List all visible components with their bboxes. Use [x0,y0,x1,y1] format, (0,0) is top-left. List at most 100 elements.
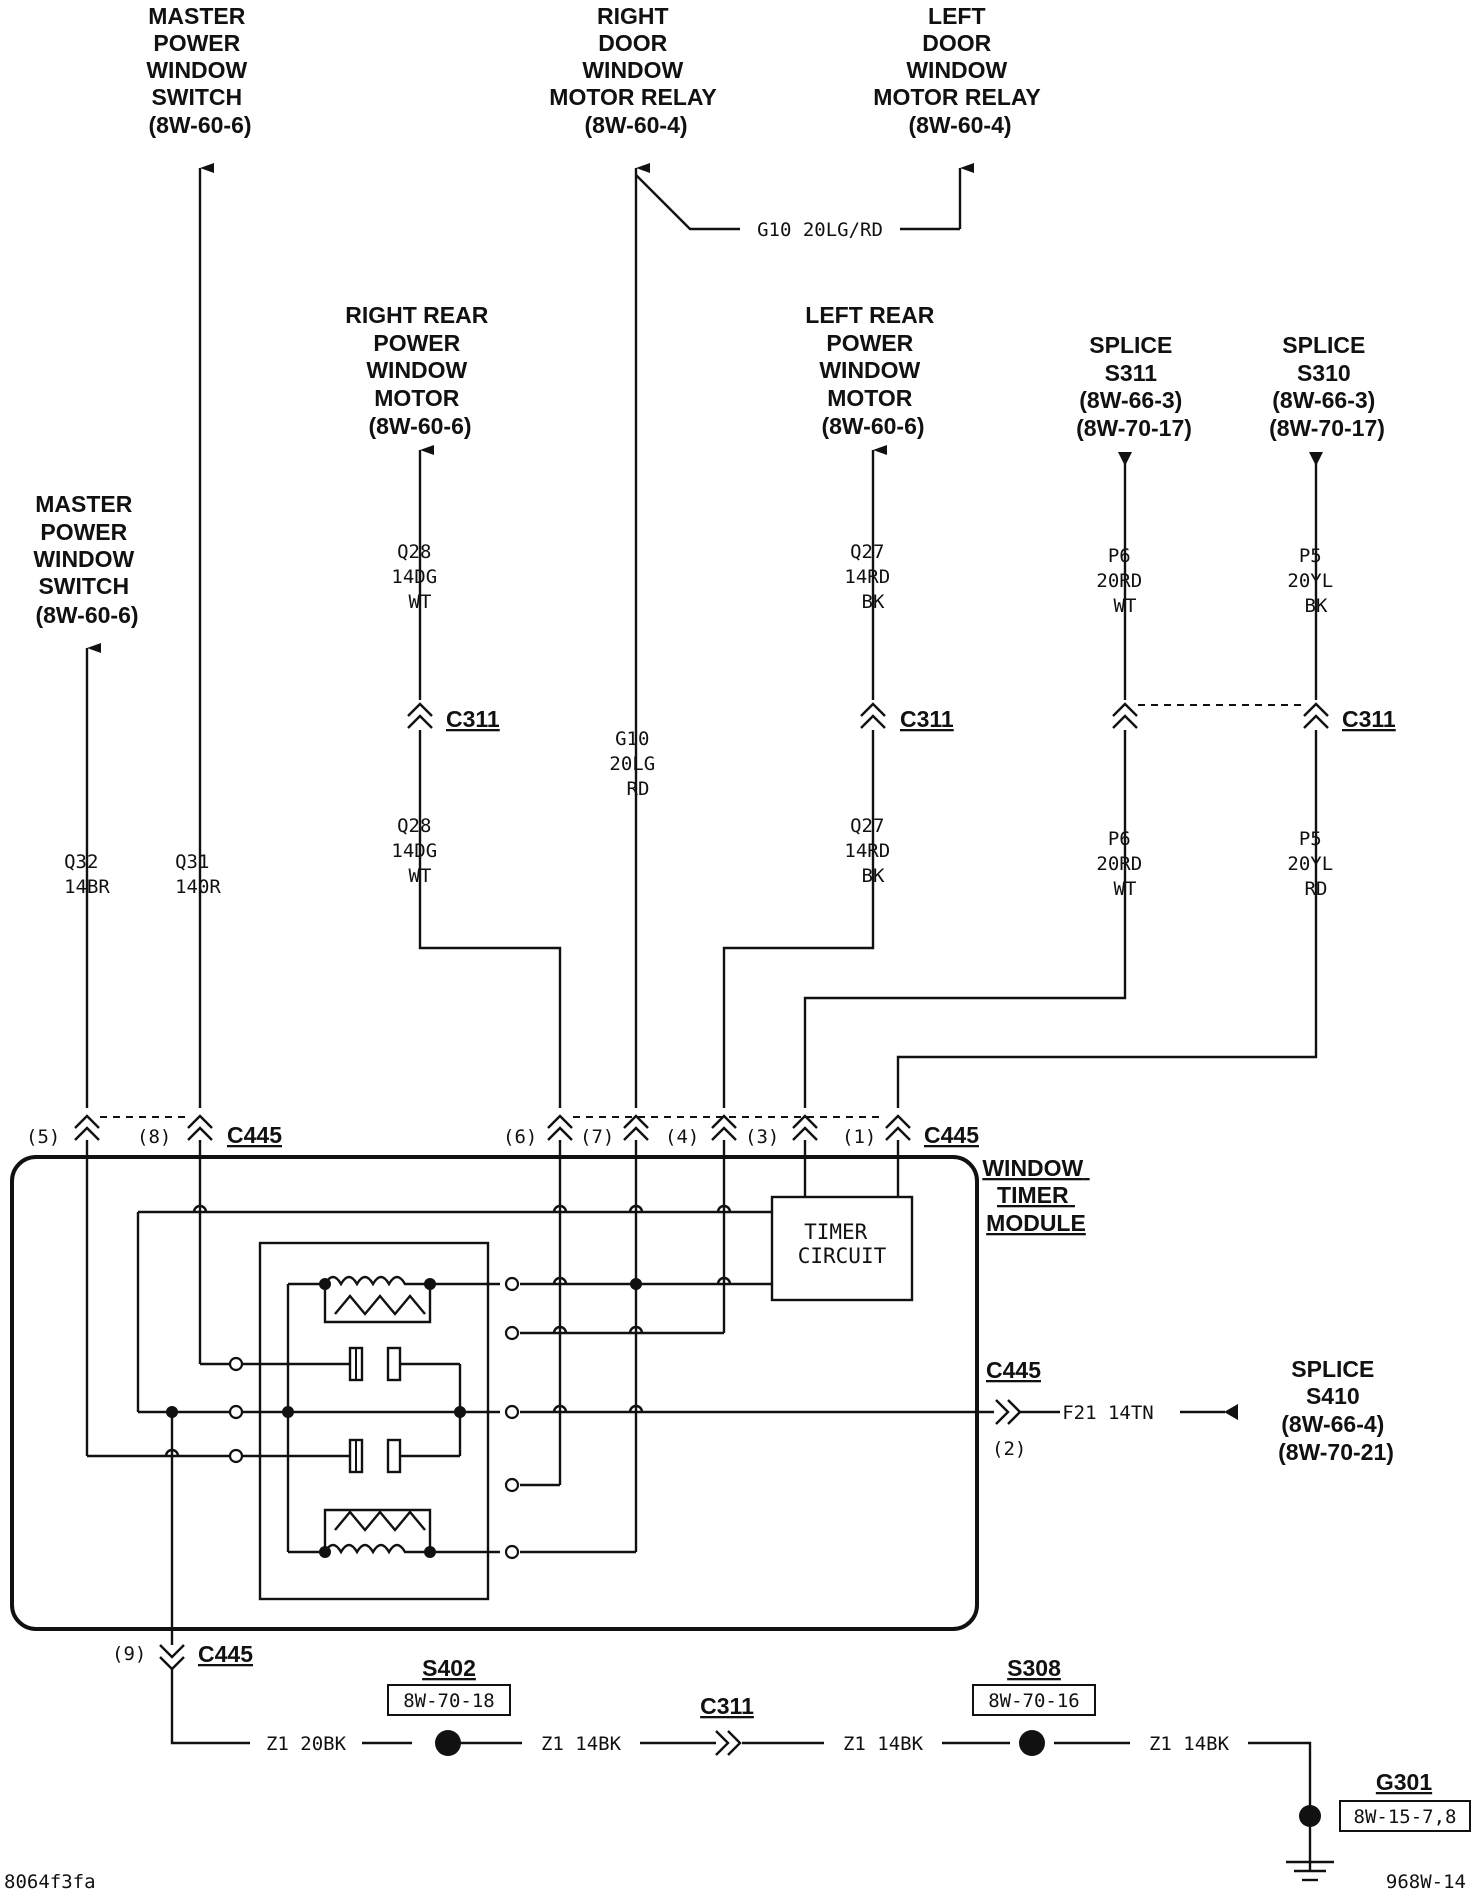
c445-bottom-connector-mark [159,1644,185,1671]
c311-label-bottom: C311 [700,1693,754,1719]
splice-s311-label: SPLICE S311 (8W-66-3) (8W-70-17) [1076,332,1192,441]
left-rear-motor-line-3: WINDOW [819,357,920,383]
right-rear-motor-line-4: MOTOR [374,385,460,411]
z1-14bk-label-d: Z1 14BK [1149,1733,1230,1755]
c311-label-c: C311 [1342,706,1396,732]
master-switch-left-line-3: WINDOW [33,546,134,572]
timer-circuit-label: TIMER CIRCUIT [798,1220,887,1268]
left-door-relay-line-4: MOTOR RELAY [873,84,1040,110]
pin-5-label: (5) [26,1126,60,1148]
left-door-relay-line-1: LEFT [928,3,986,29]
pin-9-label: (9) [112,1643,146,1665]
z1-14bk-label-b: Z1 14BK [541,1733,622,1755]
master-switch-top-line-2: POWER [153,30,240,56]
relay-assembly-box [258,1241,490,1601]
c445-label-bottom: C445 [198,1641,253,1667]
c445-connector-marks [74,1114,911,1141]
relay-coil-bottom-icon [319,1508,436,1558]
s402-splice-dot [435,1730,461,1756]
master-switch-top-label: MASTER POWER WINDOW SWITCH (8W-60-6) [146,3,253,138]
splice-s310-line-1: SPLICE [1282,332,1365,358]
splice-s310-inlet-icon [1309,452,1323,466]
z1-14bk-label-c: Z1 14BK [843,1733,924,1755]
s308-splice-dot [1019,1730,1045,1756]
ground-circuit-wiring [170,1669,1312,1872]
master-switch-top-line-3: WINDOW [146,57,247,83]
module-junctions [166,1278,642,1418]
pin-6-label: (6) [503,1126,537,1148]
right-rear-motor-line-1: RIGHT REAR [345,302,489,328]
master-switch-left-line-5: (8W-60-6) [35,602,138,628]
s402-label: S402 [422,1655,476,1681]
splice-s311-line-4: (8W-70-17) [1076,415,1192,441]
pin-1-label: (1) [842,1126,876,1148]
splice-s410-inlet-icon [1224,1404,1238,1420]
q28-lower-wire-label: Q28 14DG WT [391,815,448,887]
q28-upper-wire-label: Q28 14DG WT [391,541,448,613]
q27-upper-wire-label: Q27 14RD BK [844,541,901,613]
c311-connector-marks [407,702,1329,729]
left-rear-motor-line-4: MOTOR [827,385,913,411]
master-switch-top-line-5: (8W-60-6) [148,112,251,138]
g301-label: G301 [1376,1769,1432,1795]
c445-label-right: C445 [924,1122,979,1148]
wire-runs [85,163,1318,1108]
f21-wire-label: F21 14TN [1062,1402,1154,1424]
right-door-relay-line-1: RIGHT [597,3,669,29]
footer-right-code: 968W-14 [1386,1871,1466,1893]
s308-ref-box [972,1684,1096,1716]
g10-main-wire-label: G10 20LG RD [609,728,666,800]
window-timer-module-outline [10,1155,979,1631]
s308-label: S308 [1007,1655,1061,1681]
splice-s310-label: SPLICE S310 (8W-66-3) (8W-70-17) [1269,332,1385,441]
c311-bottom-connector-mark [715,1730,742,1756]
left-door-relay-line-3: WINDOW [906,57,1007,83]
right-door-relay-label: RIGHT DOOR WINDOW MOTOR RELAY (8W-60-4) [549,3,722,138]
p5-lower-wire-label: P5 20YL RD [1287,828,1344,900]
master-switch-left-line-4: SWITCH [38,573,129,599]
left-rear-motor-label: LEFT REAR POWER WINDOW MOTOR (8W-60-6) [805,302,940,439]
pin-4-label: (4) [665,1126,699,1148]
master-switch-left-line-2: POWER [40,519,127,545]
p5-upper-wire-label: P5 20YL BK [1287,545,1344,617]
g301-ref-box [1339,1800,1471,1832]
pin-7-label: (7) [580,1126,614,1148]
right-door-relay-line-5: (8W-60-4) [584,112,687,138]
c311-label-a: C311 [446,706,500,732]
master-switch-left-label: MASTER POWER WINDOW SWITCH (8W-60-6) [33,491,140,628]
right-door-relay-line-2: DOOR [598,30,667,56]
splice-s311-line-1: SPLICE [1089,332,1172,358]
module-internal-wiring [85,1140,994,1645]
z1-20bk-label: Z1 20BK [266,1733,347,1755]
right-rear-motor-line-2: POWER [373,330,460,356]
q32-wire-label: Q32 14BR [64,851,110,898]
c445-side-connector-mark [995,1399,1022,1425]
splice-s311-line-3: (8W-66-3) [1079,387,1182,413]
splice-s410-label: SPLICE S410 (8W-66-4) (8W-70-21) [1278,1356,1394,1465]
s402-ref-box [387,1684,511,1716]
g301-splice-dot [1299,1805,1321,1827]
splice-s310-line-2: S310 [1297,360,1351,386]
master-switch-top-line-4: SWITCH [151,84,242,110]
left-door-relay-line-2: DOOR [922,30,991,56]
s308-ref: 8W-70-16 [988,1690,1080,1712]
splice-s311-line-2: S311 [1105,360,1158,386]
pin-3-label: (3) [745,1126,779,1148]
right-rear-motor-line-5: (8W-60-6) [368,413,471,439]
splice-s310-line-3: (8W-66-3) [1272,387,1375,413]
left-rear-motor-line-1: LEFT REAR [805,302,934,328]
c445-label-side: C445 [986,1357,1041,1383]
q31-wire-label: Q31 140R [175,851,221,898]
pin-8-label: (8) [137,1126,171,1148]
relay-coil-top-icon [319,1275,436,1324]
timer-circuit-box [770,1195,914,1302]
g10-jumper-label: G10 20LG/RD [757,219,883,241]
left-door-relay-line-5: (8W-60-4) [908,112,1011,138]
right-rear-motor-label: RIGHT REAR POWER WINDOW MOTOR (8W-60-6) [345,302,495,439]
c311-label-b: C311 [900,706,954,732]
master-switch-top-line-1: MASTER [148,3,246,29]
footer-left-code: 8064f3fa [4,1871,96,1893]
left-rear-motor-line-5: (8W-60-6) [821,413,924,439]
master-switch-left-line-1: MASTER [35,491,133,517]
right-door-relay-line-3: WINDOW [582,57,683,83]
